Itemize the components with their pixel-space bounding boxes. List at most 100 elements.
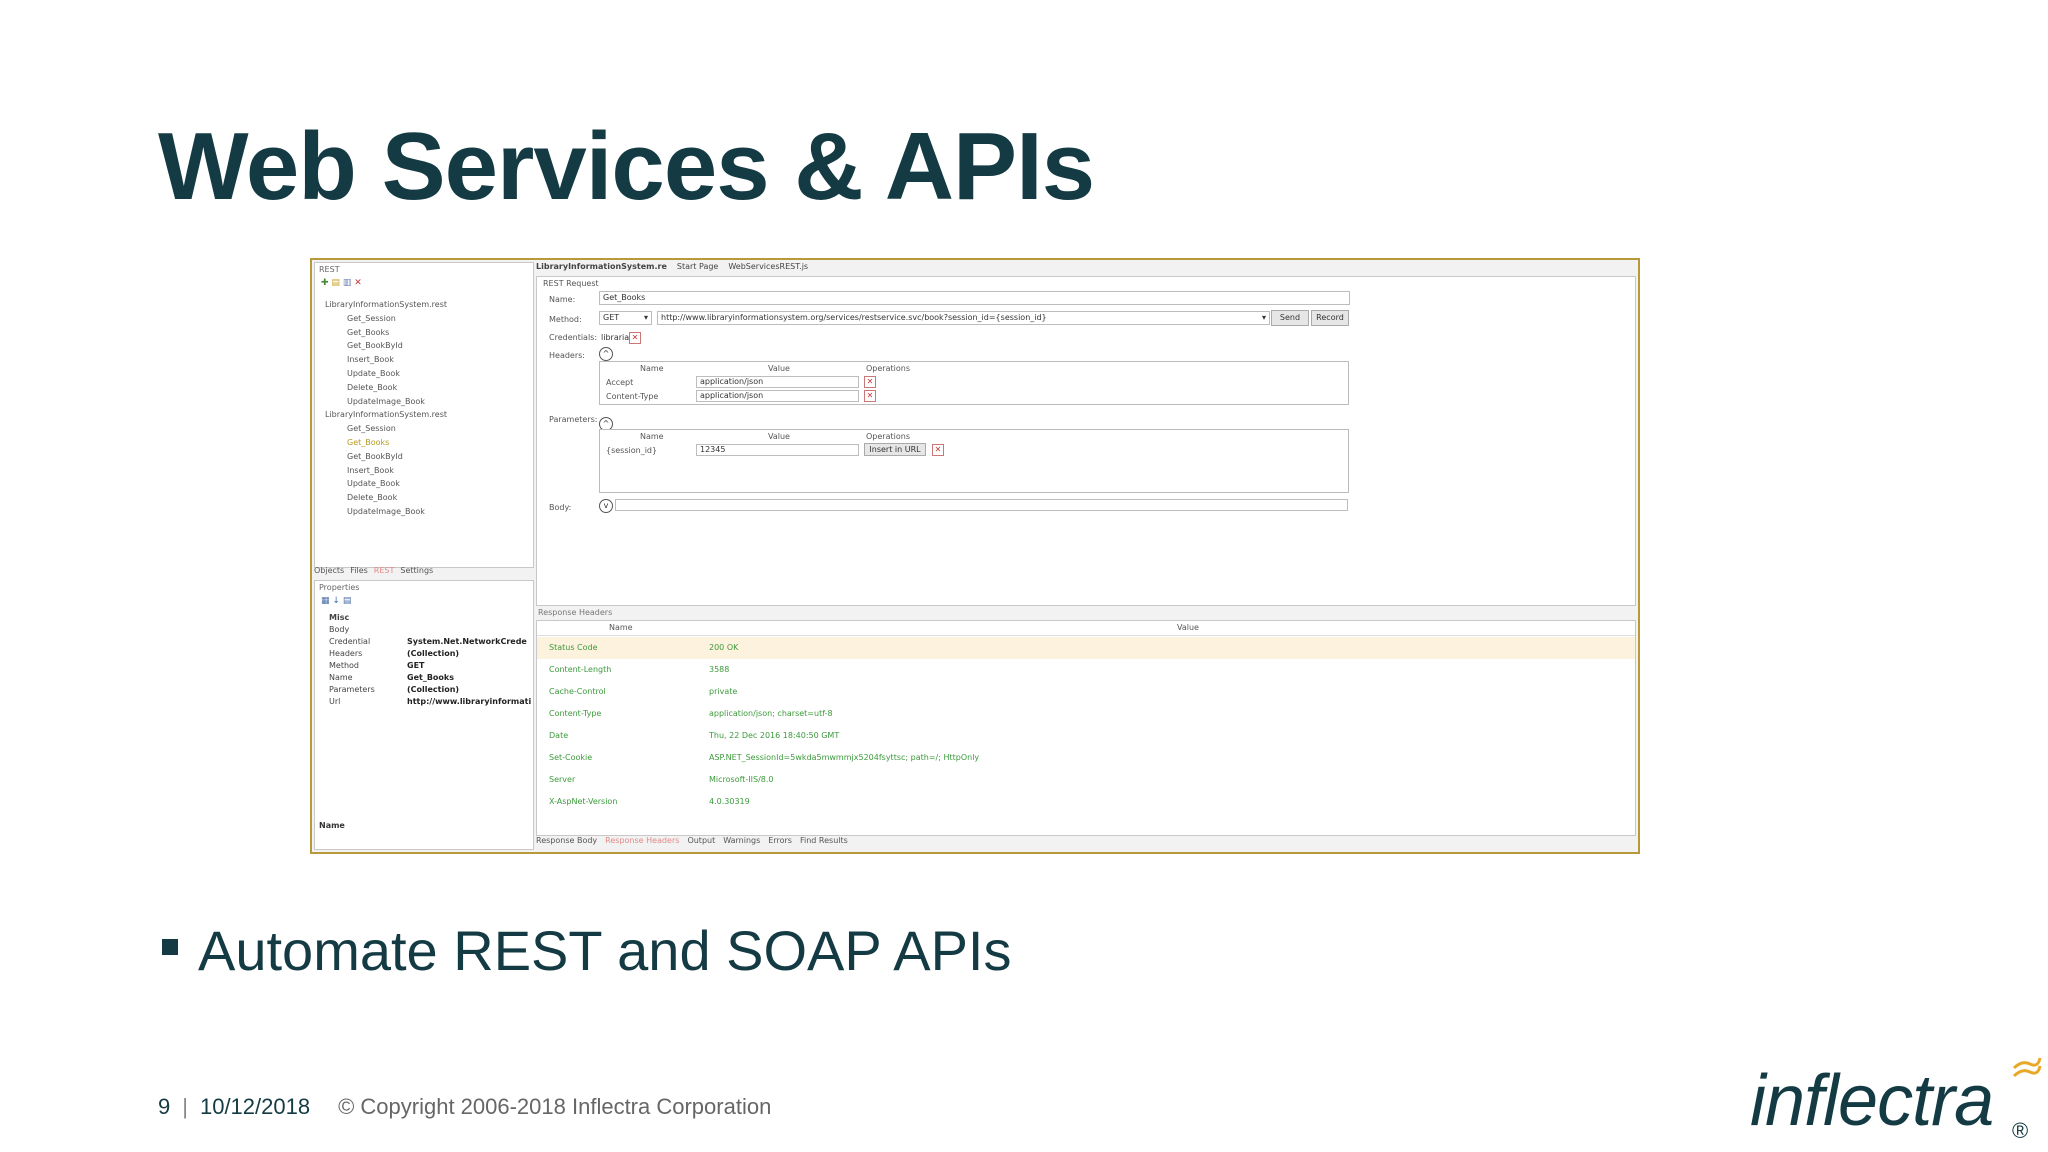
document-tab[interactable]: LibraryInformationSystem.re xyxy=(536,262,667,271)
tree-item[interactable]: Get_Session xyxy=(347,313,396,323)
tab-rest[interactable]: REST xyxy=(373,566,395,575)
tree-item[interactable]: Insert_Book xyxy=(347,465,394,475)
clear-credentials-icon[interactable]: ✕ xyxy=(629,332,641,344)
tree-item[interactable]: Get_Books xyxy=(347,327,390,337)
property-row[interactable]: Url http://www.libraryinformati xyxy=(315,696,533,708)
document-tab[interactable]: WebServicesREST.js xyxy=(728,262,809,271)
collapse-headers-icon[interactable]: ^ xyxy=(599,347,613,361)
method-select[interactable]: GET▾ xyxy=(599,311,652,325)
copy-icon[interactable]: ▥ xyxy=(342,278,352,288)
logo-mark-icon xyxy=(2012,1057,2042,1078)
folder-icon[interactable]: ▤ xyxy=(331,278,340,288)
property-row[interactable]: Parameters(Collection) xyxy=(315,684,533,696)
tree-item[interactable]: Delete_Book xyxy=(347,493,398,503)
grid-col-header: Value xyxy=(768,432,790,441)
tree-item[interactable]: UpdateImage_Book xyxy=(347,396,425,406)
response-header-name: Server xyxy=(549,775,576,784)
property-key: Url xyxy=(329,697,341,706)
grid-value-input[interactable]: 12345 xyxy=(696,444,859,456)
delete-icon[interactable]: ✕ xyxy=(354,278,362,288)
url-input[interactable]: http://www.libraryinformationsystem.org/… xyxy=(657,311,1270,325)
tree-item[interactable]: LibraryInformationSystem.rest xyxy=(325,410,447,420)
tree-item[interactable]: Get_BookById xyxy=(347,341,403,351)
tree-item[interactable]: Get_Books xyxy=(347,437,390,447)
chevron-down-icon: ▾ xyxy=(643,313,648,322)
property-key: Body xyxy=(329,625,350,634)
grid-name-cell[interactable]: Content-Type xyxy=(606,392,659,401)
record-button[interactable]: Record xyxy=(1311,310,1349,326)
insert-in-url-button[interactable]: Insert in URL xyxy=(864,443,926,456)
grid-name-cell[interactable]: {session_id} xyxy=(606,446,658,455)
output-tab[interactable]: Warnings xyxy=(723,836,761,845)
expand-body-icon[interactable]: v xyxy=(599,499,613,513)
property-row[interactable]: Headers(Collection) xyxy=(315,648,533,660)
tree-item[interactable]: LibraryInformationSystem.rest xyxy=(325,300,447,309)
resp-divider xyxy=(537,635,1635,636)
property-value: (Collection) xyxy=(407,649,460,658)
tree-item[interactable]: Delete_Book xyxy=(347,382,398,392)
document-tab[interactable]: Start Page xyxy=(676,262,719,271)
categorized-icon[interactable]: ▦ xyxy=(321,596,330,606)
output-tab[interactable]: Response Body xyxy=(536,836,598,845)
delete-row-icon[interactable]: ✕ xyxy=(864,376,876,388)
delete-row-icon[interactable]: ✕ xyxy=(932,444,944,456)
send-button[interactable]: Send xyxy=(1271,310,1309,326)
property-pages-icon[interactable]: ▤ xyxy=(342,596,352,606)
response-header-value: Thu, 22 Dec 2016 18:40:50 GMT xyxy=(709,731,840,740)
resp-col-value: Value xyxy=(1177,623,1199,632)
property-key: Misc xyxy=(329,613,350,622)
grid-value-input[interactable]: application/json xyxy=(696,376,859,388)
property-key: Name xyxy=(329,673,353,682)
body-input[interactable] xyxy=(615,499,1348,511)
tree-item[interactable]: Get_Session xyxy=(347,424,396,434)
bullet-point: Automate REST and SOAP APIs xyxy=(162,918,1011,983)
tree-toolbar: ✚ ▤ ▥ ✕ xyxy=(315,276,533,294)
property-value: http://www.libraryinformati xyxy=(407,697,532,706)
tree-item[interactable]: Update_Book xyxy=(347,368,400,378)
output-tab[interactable]: Output xyxy=(687,836,716,845)
response-header-name: Content-Type xyxy=(549,709,602,718)
tree-item[interactable]: Update_Book xyxy=(347,479,400,489)
document-tabs: LibraryInformationSystem.re Start Page Web… xyxy=(536,262,1634,276)
output-tab[interactable]: Find Results xyxy=(799,836,848,845)
add-icon[interactable]: ✚ xyxy=(321,278,329,288)
response-header-value: ASP.NET_SessionId=5wkda5mwmmjx5204fsytts… xyxy=(709,753,980,762)
response-header-name: X-AspNet-Version xyxy=(549,797,618,806)
response-header-name: Content-Length xyxy=(549,665,612,674)
property-row[interactable]: Misc xyxy=(315,612,533,624)
slide-footer: 9|10/12/2018© Copyright 2006-2018 Inflec… xyxy=(158,1094,772,1119)
output-tab[interactable]: Errors xyxy=(768,836,792,845)
copyright: © Copyright 2006-2018 Inflectra Corporat… xyxy=(338,1094,772,1119)
response-header-name: Status Code xyxy=(549,643,598,652)
tree-item[interactable]: Get_BookById xyxy=(347,451,403,461)
grid-value-input[interactable]: application/json xyxy=(696,390,859,402)
rest-panel-title: REST xyxy=(319,265,340,274)
name-input[interactable]: Get_Books xyxy=(599,291,1350,305)
output-tab[interactable]: Response Headers xyxy=(605,836,680,845)
grid-name-cell[interactable]: Accept xyxy=(606,378,634,387)
sort-az-icon[interactable]: ↓ xyxy=(332,596,340,606)
tree-item[interactable]: Insert_Book xyxy=(347,355,394,365)
tab-files[interactable]: Files xyxy=(350,566,368,575)
tree-item[interactable]: UpdateImage_Book xyxy=(347,506,425,516)
property-row[interactable]: Body xyxy=(315,624,533,636)
parameters-label: Parameters: xyxy=(549,415,598,424)
tab-objects[interactable]: Objects xyxy=(314,566,345,575)
property-key: Method xyxy=(329,661,360,670)
tab-settings[interactable]: Settings xyxy=(400,566,434,575)
delete-row-icon[interactable]: ✕ xyxy=(864,390,876,402)
